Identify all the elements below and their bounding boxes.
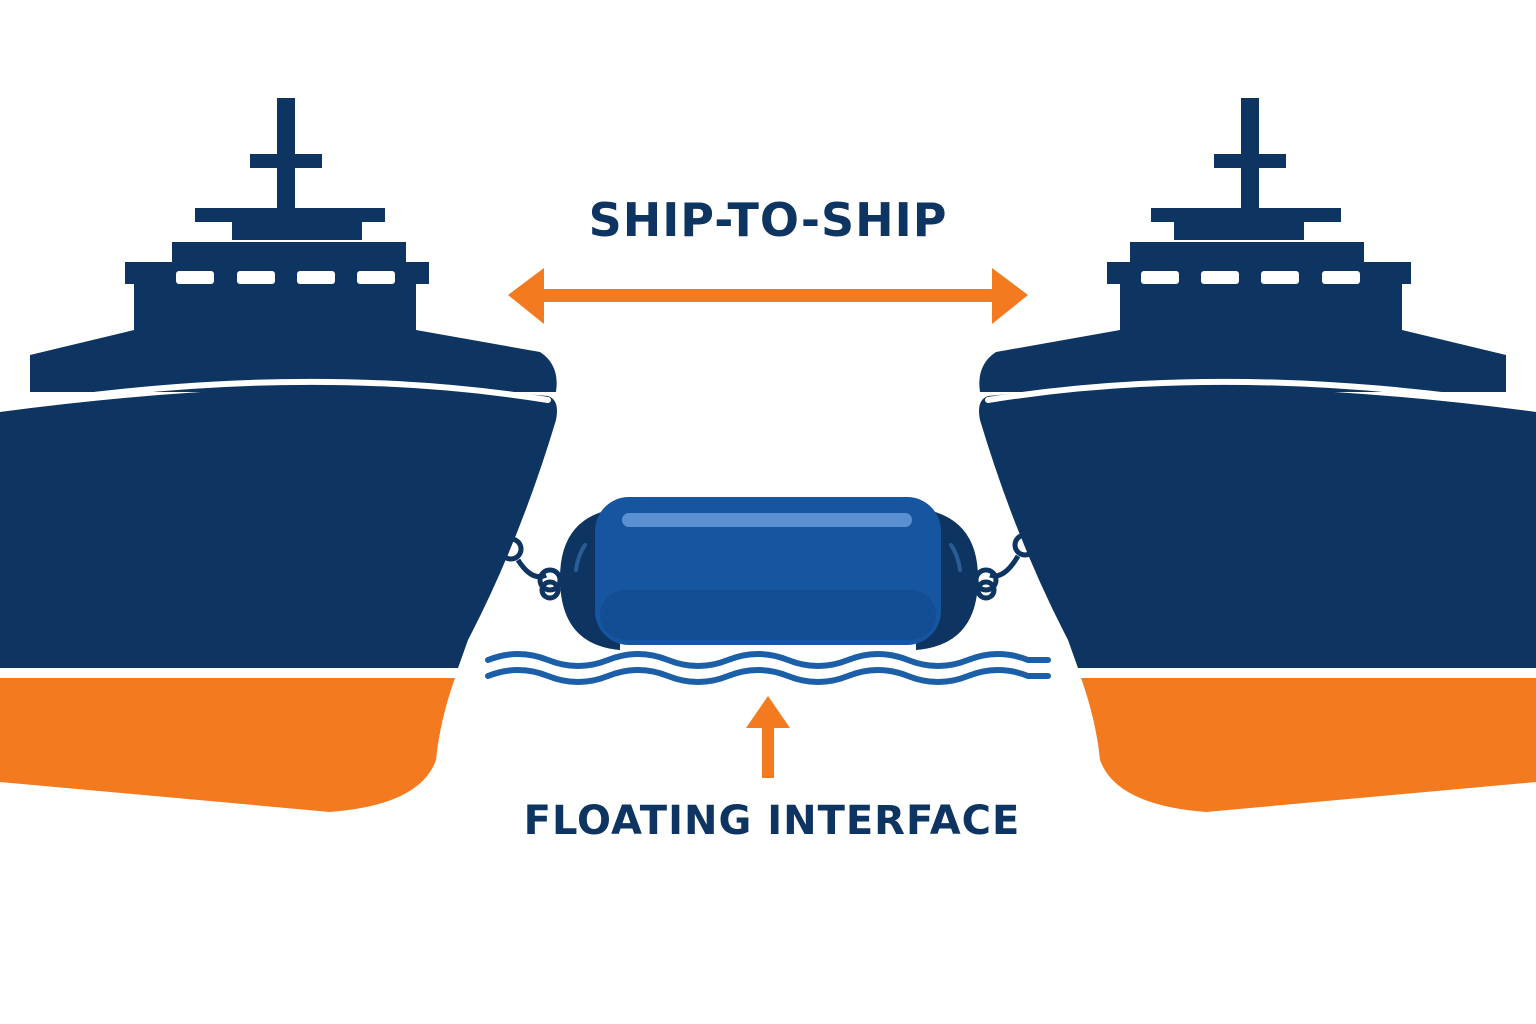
double-arrow-left-head [508,268,544,324]
left-ship-hull [0,387,557,668]
right-ship-hull [979,387,1536,668]
left-ship-bottom-hull [0,678,455,812]
wave-upper [485,651,1051,669]
left-ship-window [357,271,395,284]
left-ship-bridge [125,242,429,335]
right-ship-icon [979,98,1536,812]
up-arrow-shaft [762,722,774,778]
right-ship-sheer-line [985,378,1536,411]
right-ship-waterline [1076,668,1536,678]
left-chain-ring [539,579,561,601]
fender-left-cap-shine [574,543,587,572]
left-ship-mast-spar-top [250,154,322,168]
left-ship-window [176,271,214,284]
right-chain-ring [1012,532,1038,558]
right-ship-window [1322,271,1360,284]
left-chain-ring [498,536,524,562]
fender-highlight [622,513,912,527]
right-ship-mast-base [1174,218,1304,240]
wave-icon [485,651,1051,685]
right-ship-deck [979,330,1506,392]
fender-icon [560,497,978,650]
fender-right-cap-shine [949,543,962,572]
up-arrow-icon [746,696,790,778]
floating-interface-label: FLOATING INTERFACE [524,798,1021,844]
left-chain-ring [537,567,563,593]
fender-shade [600,590,936,640]
left-ship-mast-base [232,218,362,240]
double-arrow-shaft [530,289,1006,302]
up-arrow-head [746,696,790,728]
left-ship-icon [0,98,557,812]
double-arrow-icon [508,268,1028,324]
right-ship-mast-spar-top [1214,154,1286,168]
left-ship-window [237,271,275,284]
right-ship-window [1141,271,1179,284]
left-ship-sheer-line [0,378,551,411]
double-arrow-right-head [992,268,1028,324]
left-ship-deck [30,330,557,392]
left-ship-waterline [0,668,460,678]
right-ship-window [1201,271,1239,284]
wave-lower [485,667,1051,685]
left-ship-window [297,271,335,284]
right-ship-bridge [1107,242,1411,335]
right-ship-window [1261,271,1299,284]
right-chain-ring [975,579,997,601]
right-ship-bottom-hull [1081,678,1536,812]
ship-to-ship-label: SHIP-TO-SHIP [589,193,948,247]
